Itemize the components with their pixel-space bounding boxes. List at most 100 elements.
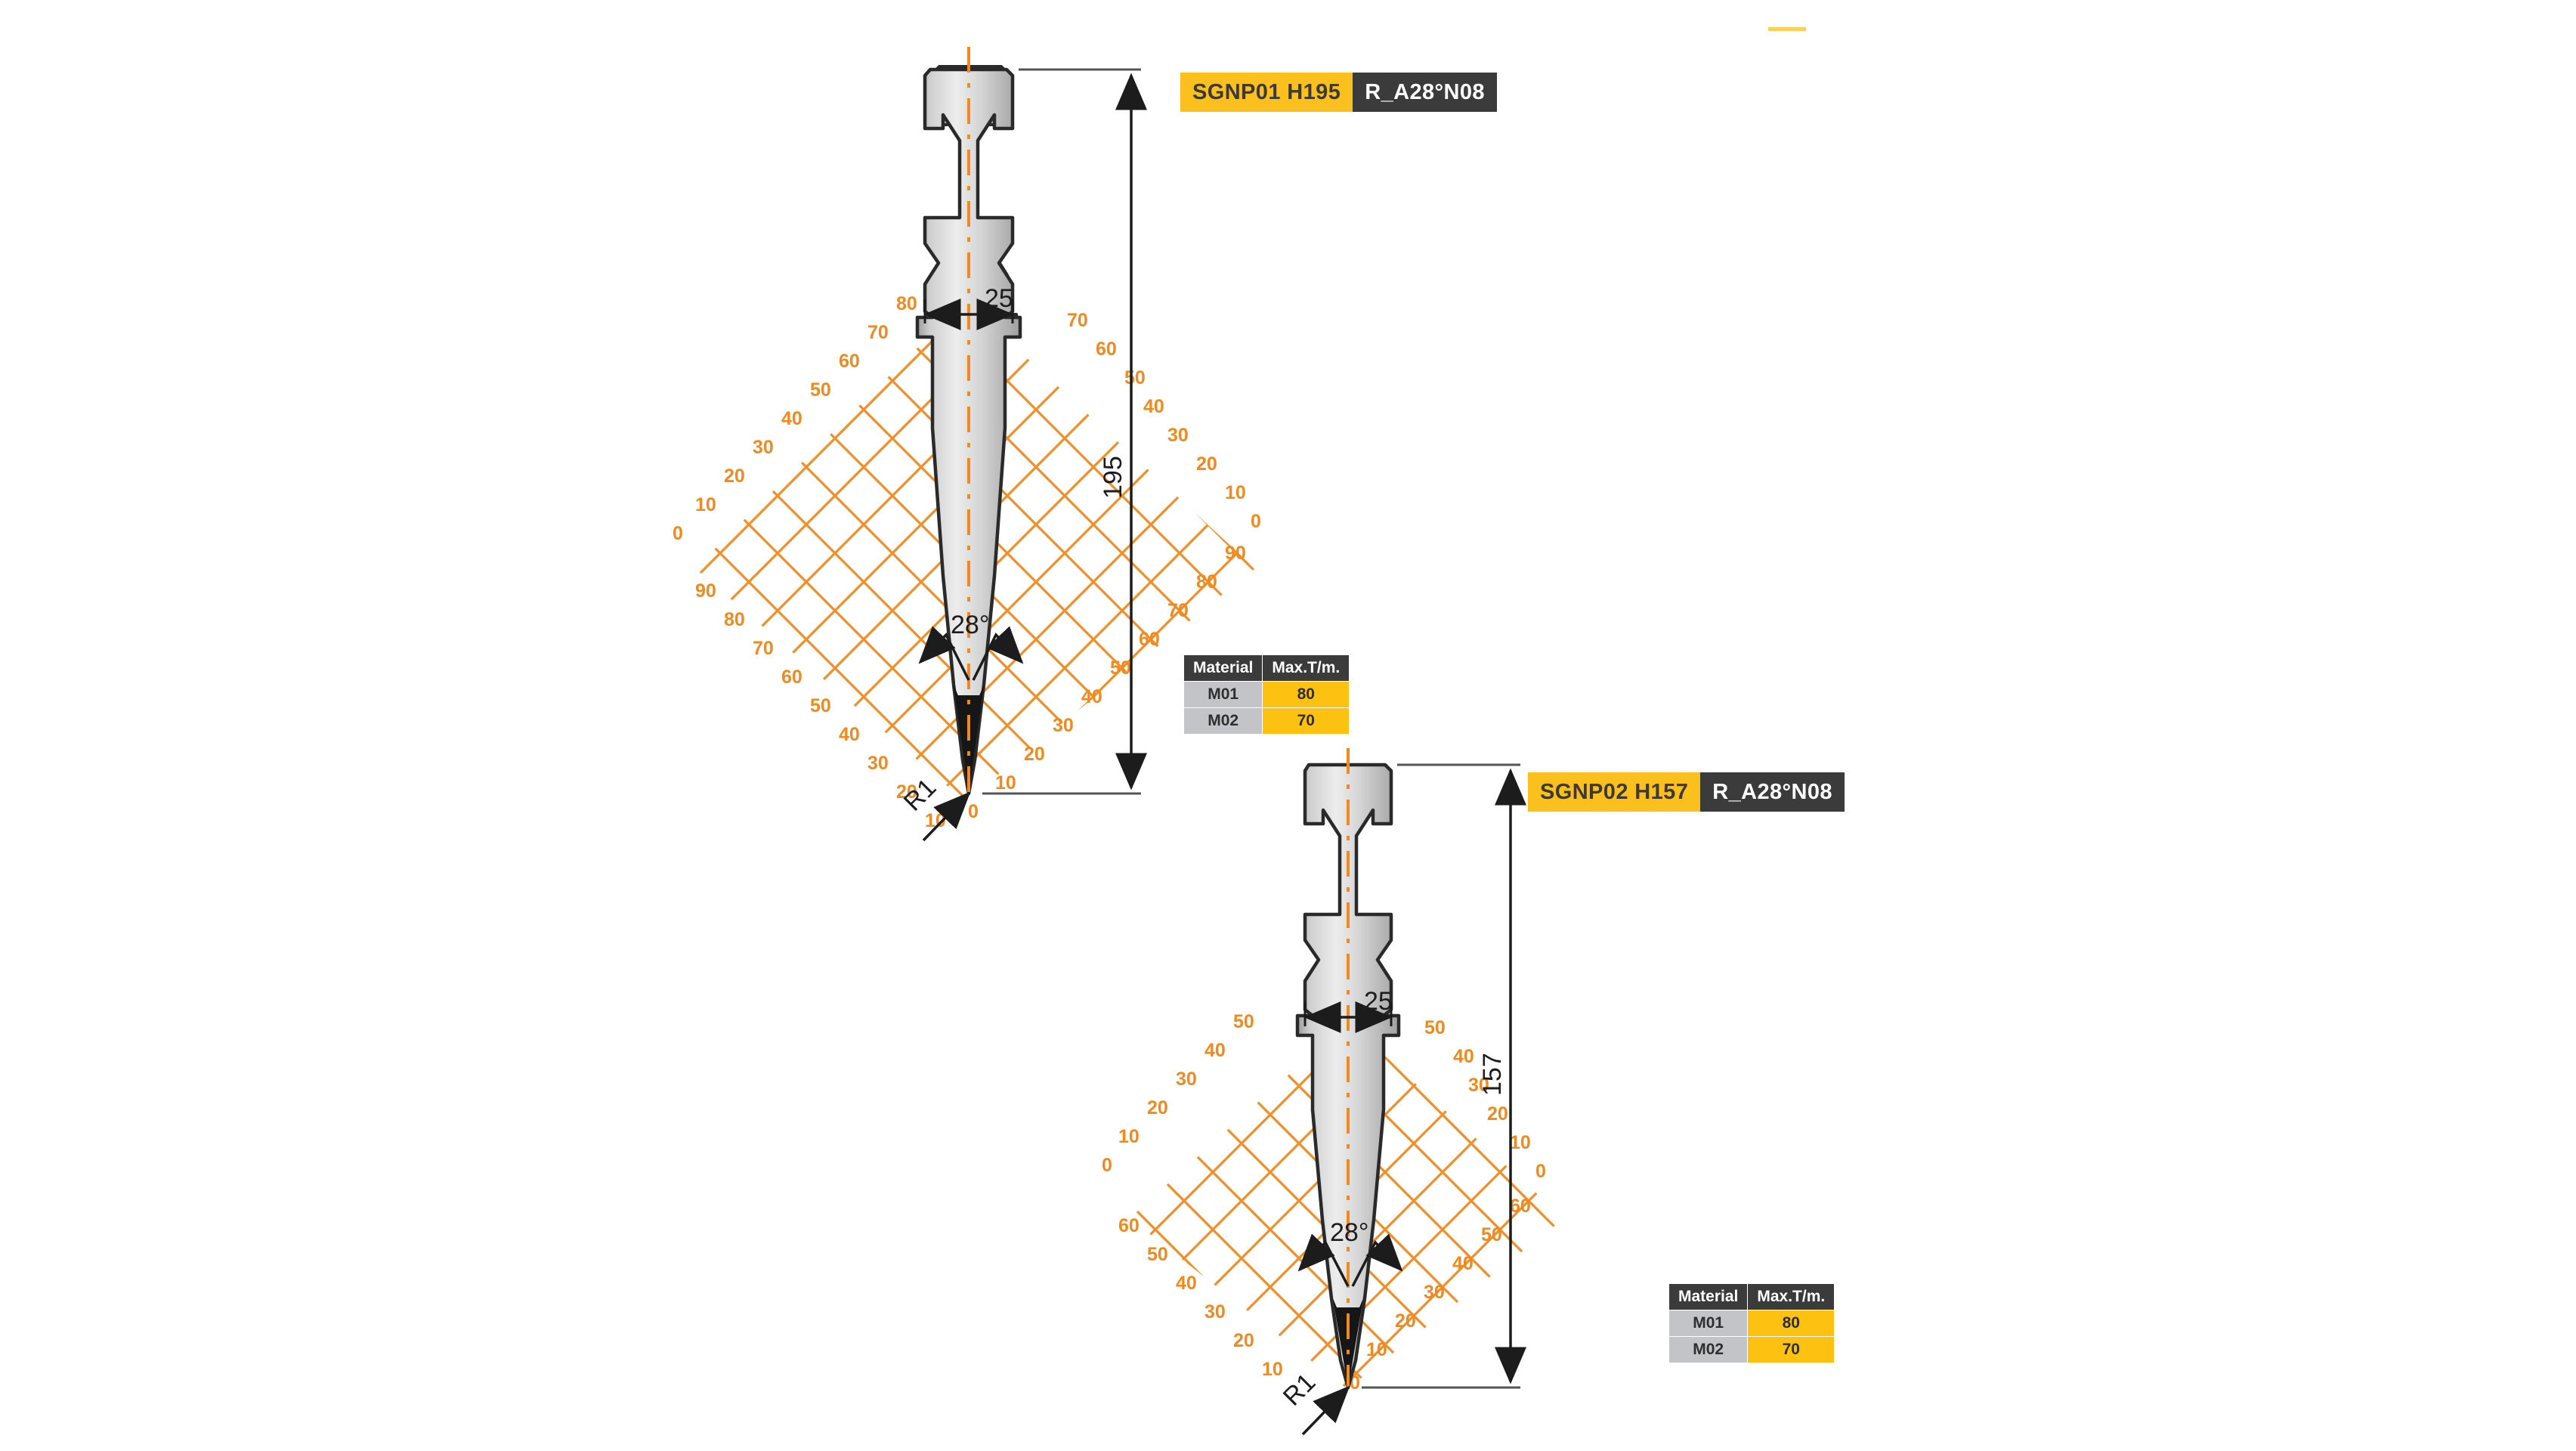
svg-text:40: 40 [839,724,860,745]
svg-text:30: 30 [1053,715,1074,736]
svg-text:0: 0 [1535,1161,1546,1182]
svg-text:30: 30 [1167,425,1189,446]
tool-2-radius-r1: R1 [1278,1368,1350,1436]
tool-1-tag-code: SGNP01 H195 [1180,73,1353,112]
svg-text:70: 70 [867,322,889,343]
tool-1-angle-28: 28° [918,611,1024,681]
svg-text:60: 60 [1510,1196,1531,1217]
svg-text:20: 20 [896,781,917,803]
svg-text:20: 20 [1487,1103,1508,1125]
svg-text:40: 40 [1452,1253,1474,1274]
svg-text:0: 0 [673,523,683,544]
tool-2-dim-157-text: 157 [1478,1053,1507,1096]
table-header-row: Material Max.T/m. [1668,1283,1835,1310]
svg-text:10: 10 [1225,482,1246,503]
cell-max-t: 80 [1747,1310,1835,1337]
table-row: M02 70 [1668,1336,1835,1363]
svg-text:60: 60 [839,351,860,372]
table-row: M02 70 [1183,707,1350,735]
svg-text:40: 40 [1143,396,1164,417]
svg-text:40: 40 [781,408,802,429]
svg-text:60: 60 [1096,339,1117,360]
tool-2-dim-25-text: 25 [1364,987,1393,1016]
tool-1-dim-25-text: 25 [985,284,1013,313]
svg-text:20: 20 [1024,744,1045,765]
svg-text:20: 20 [1395,1310,1416,1332]
table-row: M01 80 [1668,1310,1835,1337]
svg-text:40: 40 [1081,686,1102,707]
header-material: Material [1183,654,1263,682]
svg-text:10: 10 [695,494,716,515]
svg-text:0: 0 [1102,1155,1112,1176]
header-material: Material [1668,1283,1749,1310]
top-artifact-line [1768,27,1806,31]
tool-1-tag: SGNP01 H195 R_A28°N08 [1180,73,1497,112]
svg-text:90: 90 [695,580,716,602]
tool-1-dim-195-text: 195 [1099,456,1127,499]
svg-text:40: 40 [1205,1040,1226,1061]
svg-text:70: 70 [1067,310,1088,331]
tool-2-angle-28: 28° [1297,1218,1403,1287]
svg-text:80: 80 [1196,571,1217,592]
svg-text:10: 10 [1366,1339,1387,1360]
svg-text:50: 50 [810,379,831,401]
tool-2-angle-text: 28° [1330,1218,1368,1247]
cell-max-t: 80 [1262,681,1350,708]
cell-material: M02 [1183,707,1263,735]
svg-text:90: 90 [1225,543,1246,564]
tool-2-r1-text: R1 [1278,1368,1322,1412]
tool-2-dim-157: 157 [1362,763,1526,1389]
header-max-t-per-m: Max.T/m. [1747,1283,1835,1310]
svg-text:60: 60 [1139,629,1160,650]
svg-text:10: 10 [1510,1132,1531,1153]
svg-text:60: 60 [1118,1215,1140,1236]
tool-1-grid-labels: 80 70 60 50 40 30 20 10 0 90 80 70 60 50… [673,293,1261,831]
svg-text:70: 70 [1167,600,1189,621]
svg-text:60: 60 [781,667,802,688]
svg-text:20: 20 [1196,453,1217,475]
tool-1-punch-tip-fill [955,695,982,794]
svg-text:10: 10 [1118,1126,1140,1147]
svg-text:80: 80 [724,609,745,630]
svg-text:10: 10 [995,772,1016,794]
header-max-t-per-m: Max.T/m. [1262,654,1350,682]
svg-text:30: 30 [1424,1282,1445,1303]
table-header-row: Material Max.T/m. [1183,654,1350,682]
tool-2-dim-25: 25 [1303,987,1393,1033]
svg-text:20: 20 [724,466,745,487]
svg-text:50: 50 [1124,367,1146,388]
tool-1-dim-195: 195 [982,68,1147,795]
tool-1-angle-text: 28° [951,611,989,639]
table-row: M01 80 [1183,681,1350,708]
svg-text:30: 30 [1468,1075,1489,1096]
svg-text:30: 30 [1205,1301,1226,1323]
svg-text:50: 50 [1233,1011,1254,1032]
tool-2-material-table: Material Max.T/m. M01 80 M02 70 [1668,1283,1835,1363]
svg-text:30: 30 [753,437,774,458]
tool-2-tag: SGNP02 H157 R_A28°N08 [1528,772,1845,812]
tool-1-tag-reference: R_A28°N08 [1353,73,1497,112]
svg-text:50: 50 [1110,657,1131,679]
svg-text:40: 40 [1453,1046,1474,1067]
svg-text:10: 10 [1262,1359,1283,1380]
tool-2-punch-tip-fill [1334,1307,1362,1388]
svg-text:40: 40 [1176,1273,1197,1294]
tool-1-material-table: Material Max.T/m. M01 80 M02 70 [1183,654,1350,735]
cell-material: M01 [1183,681,1263,708]
svg-text:30: 30 [1176,1069,1197,1090]
tool-2-tag-reference: R_A28°N08 [1700,772,1845,812]
cell-material: M02 [1668,1336,1749,1363]
svg-text:0: 0 [1251,511,1261,532]
cell-max-t: 70 [1747,1336,1835,1363]
svg-text:30: 30 [867,753,889,774]
svg-text:70: 70 [753,638,774,659]
svg-text:50: 50 [1424,1017,1446,1038]
svg-text:80: 80 [896,293,917,314]
cell-max-t: 70 [1262,707,1350,735]
svg-text:20: 20 [1147,1097,1168,1118]
svg-text:50: 50 [1481,1224,1502,1245]
cell-material: M01 [1668,1310,1749,1337]
svg-text:0: 0 [968,801,979,822]
